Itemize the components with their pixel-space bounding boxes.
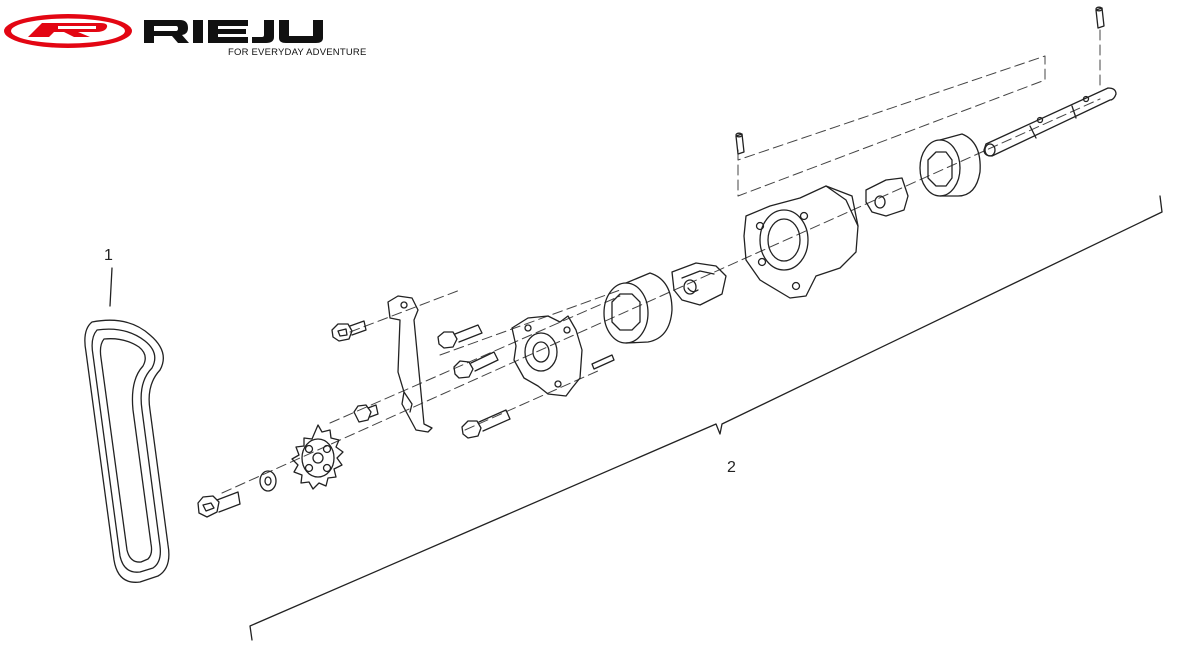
callout-leader-1 [109,267,113,307]
timing-chain [84,319,170,583]
rieju-logo [4,14,323,48]
dowel-pin-top-left [735,132,745,155]
pump-bolt-2 [453,351,499,379]
washer [259,470,277,492]
pump-bolt-3 [461,409,511,439]
flange-bolt-upper [331,320,367,342]
dowel-pin-front [591,354,615,370]
logo-letter-r [144,20,189,43]
pump-bolt-1 [437,324,483,349]
callout-label-2: 2 [727,459,736,476]
sprocket [291,424,344,490]
logo-letter-u [279,20,323,43]
outer-rotor-front [603,272,673,344]
inner-rotor-front [671,262,727,306]
brand-tagline: FOR EVERYDAY ADVENTURE [228,47,367,58]
brand-header: FOR EVERYDAY ADVENTURE [0,0,380,70]
inner-rotor-rear [865,177,909,217]
logo-emblem-r-notch [58,26,96,29]
logo-letter-i [193,20,203,43]
callout-label-1: 1 [104,247,113,264]
oil-pump-cover [511,315,583,397]
locating-pin [353,404,379,423]
logo-letter-e [208,20,248,43]
outer-rotor-rear [919,133,981,197]
pump-shaft [983,87,1117,157]
assembly-axis-lines [221,29,1101,494]
chain-guide-bracket [387,295,433,433]
oil-pump-body [743,185,859,299]
dowel-pin-top-right [1095,6,1105,29]
logo-letter-j [252,20,274,43]
assembly-bracket [249,195,1163,641]
flange-bolt-lower [197,491,241,518]
